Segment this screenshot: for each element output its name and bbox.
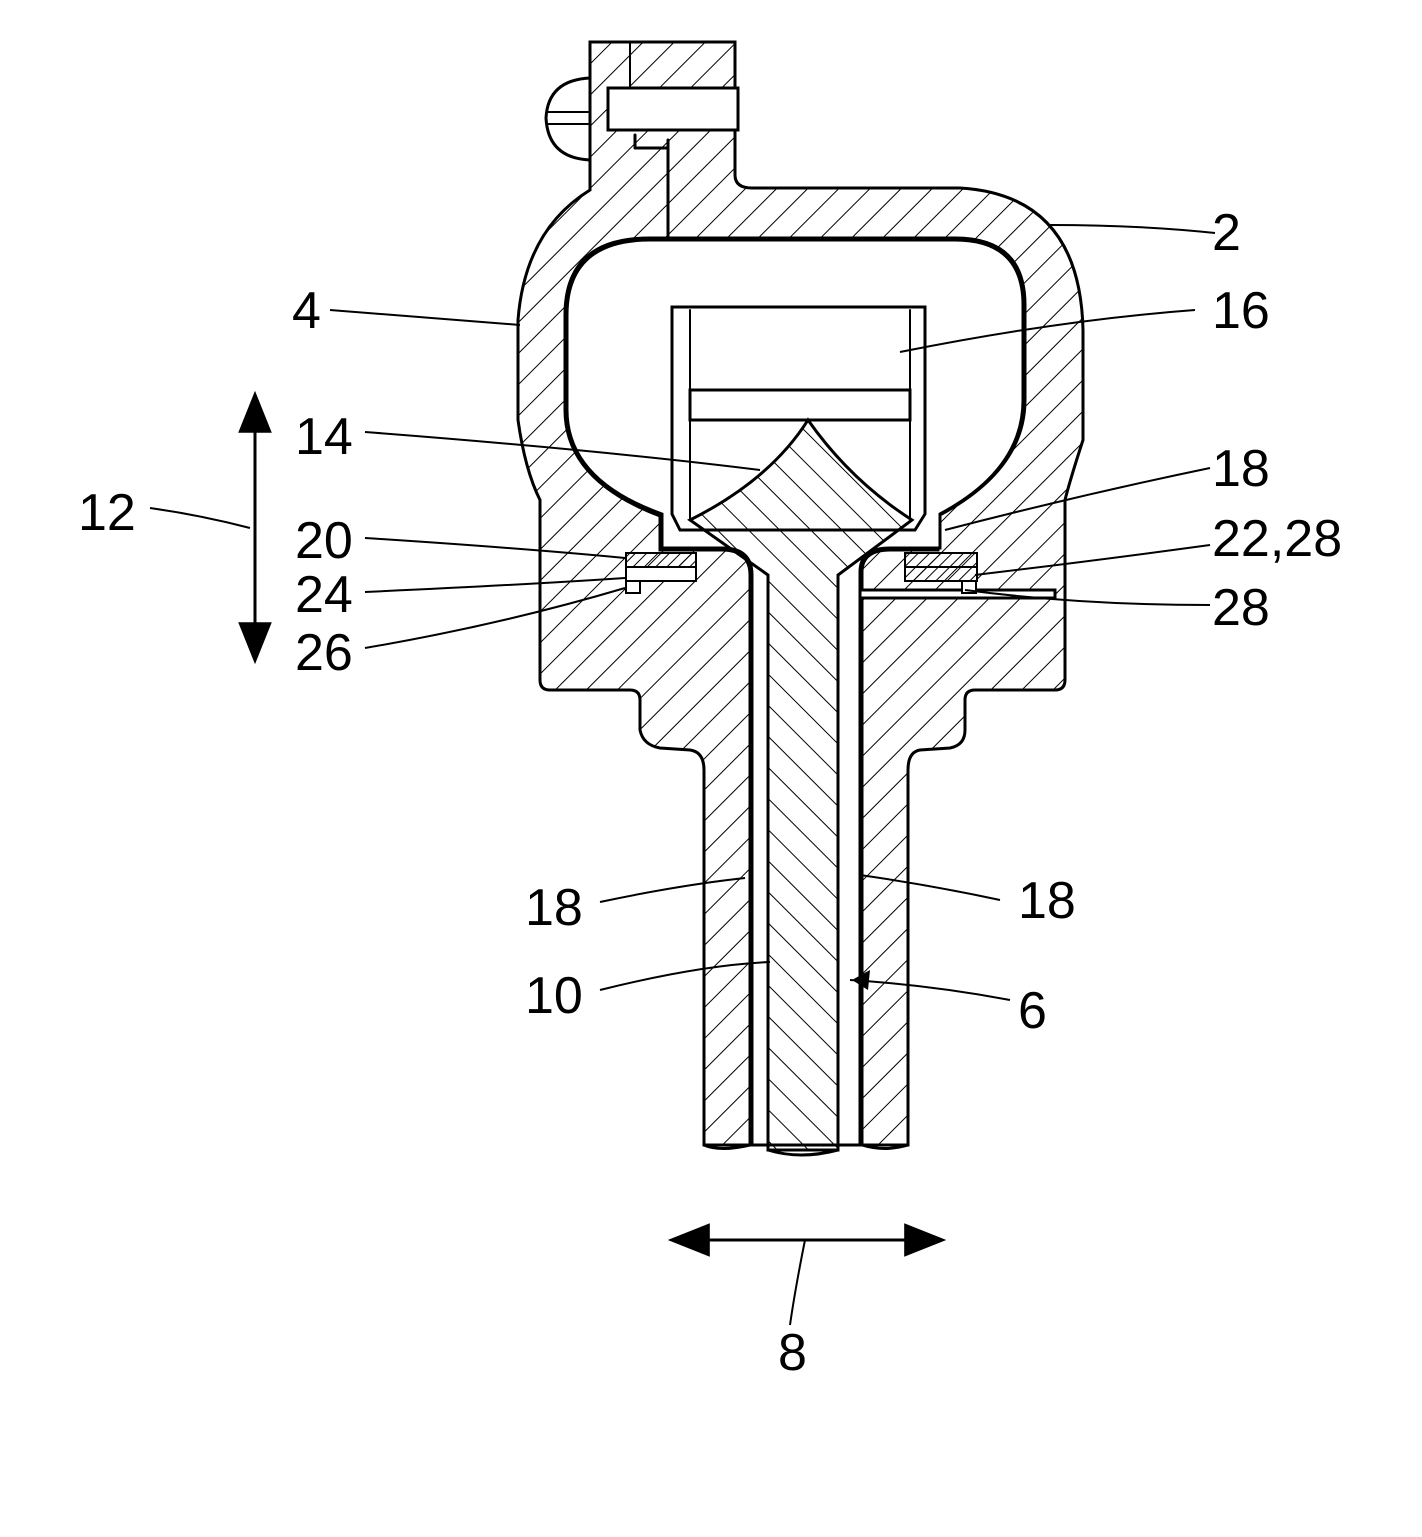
label-2: 2: [1212, 204, 1241, 262]
label-22-28: 22,28: [1212, 510, 1342, 568]
label-18-right: 18: [1212, 440, 1270, 498]
label-6: 6: [1018, 982, 1047, 1040]
label-18-bottom-left: 18: [525, 879, 583, 937]
label-16: 16: [1212, 282, 1270, 340]
label-4: 4: [292, 282, 321, 340]
label-28: 28: [1212, 579, 1270, 637]
label-24: 24: [295, 566, 353, 624]
label-10: 10: [525, 967, 583, 1025]
label-18-bottom-right: 18: [1018, 872, 1076, 930]
label-14: 14: [295, 408, 353, 466]
label-20: 20: [295, 512, 353, 570]
label-12: 12: [78, 484, 136, 542]
label-8: 8: [778, 1324, 807, 1382]
label-26: 26: [295, 624, 353, 682]
